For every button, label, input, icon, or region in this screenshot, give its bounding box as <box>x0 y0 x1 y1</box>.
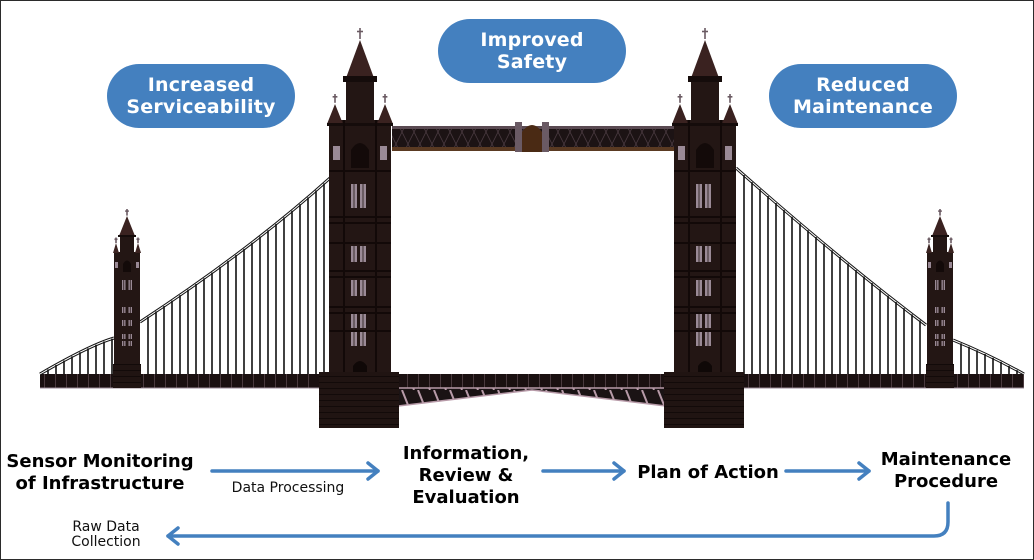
upper-walkway <box>392 122 674 152</box>
label-data-processing: Data Processing <box>231 480 345 496</box>
main-tower-left <box>319 28 399 428</box>
hangers-left <box>47 183 325 374</box>
tower-base <box>664 372 744 428</box>
tower-base <box>319 372 399 428</box>
suspension-cables-left <box>39 176 332 376</box>
step-information-review: Information, Review & Evaluation <box>402 443 530 508</box>
step-plan-of-action: Plan of Action <box>637 462 779 483</box>
hangers-right <box>743 175 1018 374</box>
bridge-deck <box>40 374 1024 388</box>
arrow-to-maintenance <box>784 461 871 481</box>
tower-spire <box>346 40 374 78</box>
small-tower-body <box>927 252 953 376</box>
flow-arrows <box>166 461 950 546</box>
arrow-raw-data-collection <box>166 501 950 546</box>
arrow-to-plan-of-action <box>541 461 626 481</box>
small-tower-right <box>926 209 954 388</box>
step-sensor-monitoring: Sensor Monitoring of Infrastructure <box>6 451 194 494</box>
arrow-data-processing <box>210 461 380 481</box>
main-tower-right <box>664 28 744 428</box>
lower-truss <box>397 387 667 407</box>
tower-spire <box>691 40 719 78</box>
small-tower-left <box>113 209 141 388</box>
label-raw-data-collection: Raw Data Collection <box>71 519 141 550</box>
small-tower-body <box>114 252 140 376</box>
step-maintenance-procedure: Maintenance Procedure <box>880 449 1012 492</box>
